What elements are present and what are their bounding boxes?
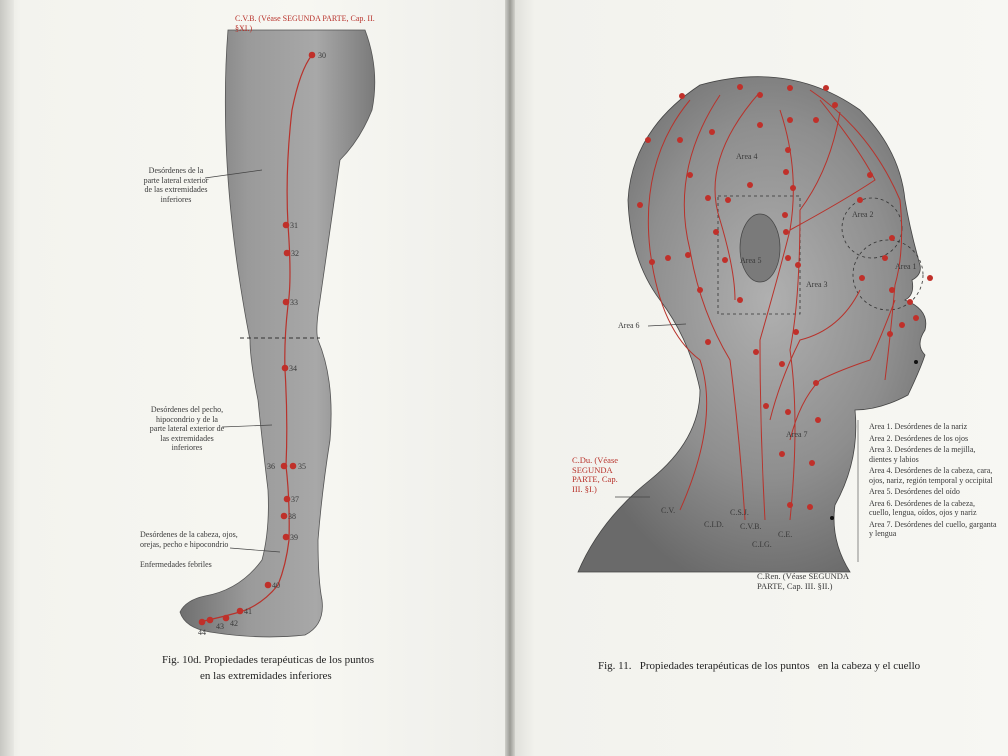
point-label: 43	[216, 622, 224, 631]
channel-label: C.V.	[661, 506, 676, 515]
point-label: 40	[272, 581, 280, 590]
point-label: 44	[198, 628, 206, 637]
area-label: Area 3	[806, 280, 828, 289]
point-label: 36	[267, 462, 275, 471]
point-label: 33	[290, 298, 298, 307]
legend-item: Area 1. Desórdenes de la nariz	[869, 422, 968, 431]
legend-item: Area 3. Desórdenes de la mejilla, diente…	[869, 445, 976, 464]
ear	[739, 213, 781, 283]
annotation-lateral: Desórdenes de la parte lateral exterior …	[143, 166, 209, 204]
head-silhouette	[577, 76, 927, 573]
channel-label: C.I.G.	[752, 540, 772, 549]
area-legend: Area 1. Desórdenes de la nariz Area 2. D…	[869, 422, 997, 539]
channel-label: C.V.B.	[740, 522, 762, 531]
meridian-note: C.V.B. (Véase SEGUNDA PARTE, Cap. II. §X…	[235, 14, 375, 33]
point-label: 35	[298, 462, 306, 471]
point-label: 31	[290, 221, 298, 230]
right-caption: Fig. 11. Propiedades terapéuticas de los…	[598, 660, 921, 672]
point-label: 30	[318, 51, 326, 60]
channel-label: C.S.J.	[730, 508, 749, 517]
area-label: Area 2	[852, 210, 874, 219]
c-ren-note: C.Ren. (Véase SEGUNDA PARTE, Cap. III. §…	[757, 571, 849, 591]
point-label: 32	[291, 249, 299, 258]
head-points	[637, 84, 933, 510]
point-label: 41	[244, 607, 252, 616]
channel-label: C.I.D.	[704, 520, 724, 529]
legend-item: Area 4. Desórdenes de la cabeza, cara, o…	[869, 466, 993, 485]
channel-label: C.E.	[778, 530, 793, 539]
annotation-febrile: Enfermedades febriles	[140, 560, 212, 569]
leg-points	[198, 51, 316, 626]
area-label: Area 6	[618, 321, 640, 330]
point-label: 38	[288, 512, 296, 521]
legend-item: Area 5. Desórdenes del oído	[869, 487, 960, 496]
annotation-head: Desórdenes de la cabeza, ojos, orejas, p…	[140, 530, 238, 549]
c-du-note: C.Du. (Véase SEGUNDA PARTE, Cap. III. §I…	[572, 455, 619, 494]
annotation-chest: Desórdenes del pecho, hipocondrio y de l…	[149, 405, 225, 452]
page-edge	[0, 0, 14, 756]
point-label: 34	[289, 364, 297, 373]
point-label: 42	[230, 619, 238, 628]
area-label: Area 4	[736, 152, 758, 161]
legend-item: Area 6. Desórdenes de la cabeza, cuello,…	[869, 498, 977, 518]
area-label: Area 1	[895, 262, 917, 271]
area-label: Area 5	[740, 256, 762, 265]
legend-item: Area 2. Desórdenes de los ojos	[869, 433, 969, 443]
left-caption-line-2: en las extremidades inferiores	[200, 670, 332, 682]
left-caption-line-1: Fig. 10d. Propiedades terapéuticas de lo…	[162, 654, 375, 666]
legend-item: Area 7. Desórdenes del cuello, garganta …	[869, 519, 997, 539]
leg-silhouette	[179, 29, 376, 638]
gallbladder-meridian	[203, 54, 313, 622]
point-label: 37	[291, 495, 299, 504]
left-caption: Fig. 10d. Propiedades terapéuticas de lo…	[162, 652, 402, 684]
point-label: 39	[290, 533, 298, 542]
book-gutter	[505, 0, 515, 756]
area-label: Area 7	[786, 430, 808, 439]
